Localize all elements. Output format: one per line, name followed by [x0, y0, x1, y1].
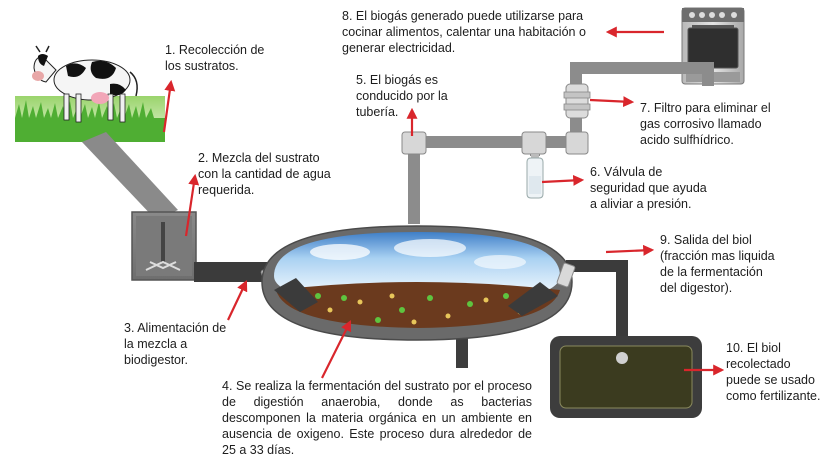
label-step2: 2. Mezcla del sustrato con la cantidad d… [198, 151, 331, 197]
label-step4: 4. Se realiza la fermentación del sustra… [222, 379, 532, 457]
pasture [15, 96, 165, 142]
arrow-step6 [541, 174, 585, 186]
mixing-tank-icon [82, 132, 197, 281]
label-step8: 8. El biogás generado puede utilizarse p… [342, 9, 586, 55]
feed-pipe [194, 262, 276, 282]
label-step3: 3. Alimentación de la mezcla a biodigest… [124, 321, 227, 367]
biol-outlet-pipe [566, 260, 628, 358]
biol-pipe-joint [556, 262, 576, 288]
label-step9: 9. Salida del biol (fracción mas liquida… [660, 233, 775, 295]
biol-tank-icon [550, 336, 702, 418]
arrow-step4 [321, 320, 351, 379]
label-step5: 5. El biogás es conducido por la tubería… [356, 73, 448, 119]
label-step1: 1. Recolección de los sustratos. [165, 43, 265, 73]
label-step6: 6. Válvula de seguridad que ayuda a aliv… [590, 165, 707, 211]
arrow-step1 [162, 79, 176, 133]
label-step7: 7. Filtro para eliminar el gas corrosivo… [640, 101, 771, 147]
safety-valve-icon [526, 154, 544, 199]
biodigester-icon [261, 225, 573, 368]
arrow-step7 [589, 96, 635, 108]
filter-icon [563, 83, 591, 119]
arrow-step3 [227, 280, 248, 321]
arrow-step9 [605, 244, 655, 256]
arrow-step2 [184, 173, 200, 237]
cow-icon [32, 45, 138, 123]
label-step10: 10. El biol recolectado puede se usado c… [726, 341, 821, 403]
pointer-arrows [162, 26, 725, 379]
